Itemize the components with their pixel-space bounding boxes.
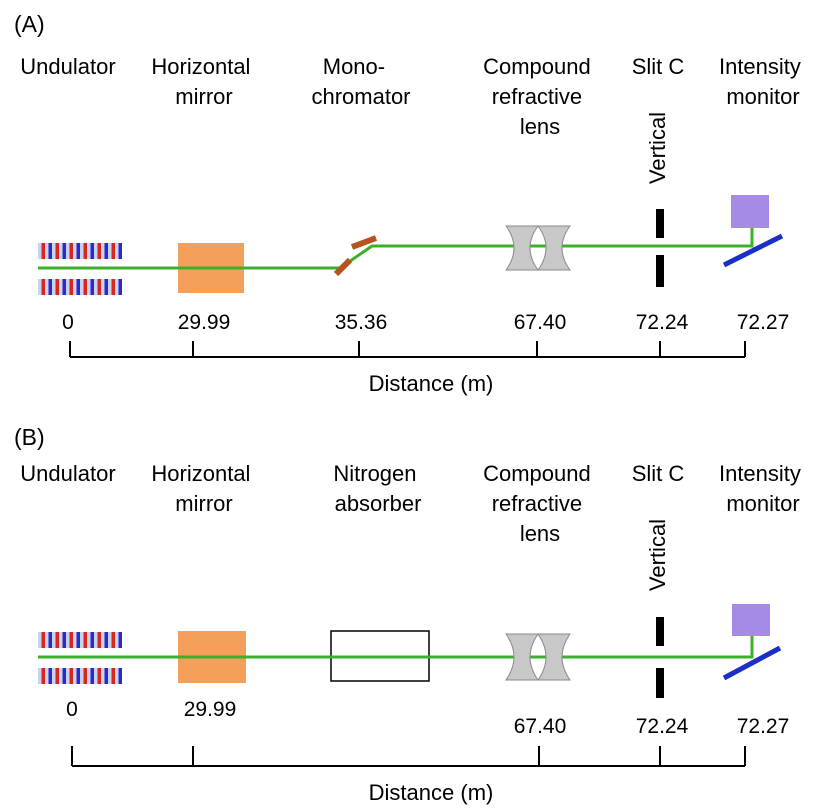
position-labels: 0 29.99 67.40 72.24 72.27 bbox=[66, 698, 789, 738]
position-slit: 72.24 bbox=[636, 715, 689, 738]
horizontal-mirror-label: Horizontal mirror bbox=[151, 54, 256, 109]
monochromator-label: Mono- chromator bbox=[311, 54, 410, 109]
position-monitor: 72.27 bbox=[737, 715, 790, 738]
position-labels: 0 29.99 35.36 67.40 72.24 72.27 bbox=[62, 311, 789, 334]
distance-axis bbox=[71, 746, 746, 767]
nitrogen-absorber-label: Nitrogen absorber bbox=[333, 461, 422, 516]
crl-label: Compound refractive lens bbox=[483, 54, 597, 139]
panel-a-tag: (A) bbox=[14, 11, 45, 37]
monitor-diode-foil bbox=[722, 233, 784, 268]
compound-refractive-lens bbox=[505, 225, 571, 271]
slit-c bbox=[656, 209, 664, 287]
distance-axis bbox=[69, 341, 746, 358]
intensity-monitor-label: Intensity monitor bbox=[719, 461, 807, 516]
position-crl: 67.40 bbox=[514, 311, 567, 334]
horizontal-mirror-label: Horizontal mirror bbox=[151, 461, 256, 516]
slit-c bbox=[656, 617, 664, 698]
panel-b: (B) Undulator Horizontal mirror Nitrogen… bbox=[14, 424, 807, 805]
intensity-monitor-label: Intensity monitor bbox=[719, 54, 807, 109]
slit-orientation-label: Vertical bbox=[645, 519, 670, 591]
position-undulator: 0 bbox=[62, 311, 74, 334]
undulator-label: Undulator bbox=[20, 461, 115, 486]
undulator-upper-magnets bbox=[38, 632, 122, 648]
undulator-label: Undulator bbox=[20, 54, 115, 79]
undulator-lower-magnets bbox=[38, 279, 122, 295]
panel-a: (A) Undulator Horizontal mirror Mono- ch… bbox=[14, 11, 807, 396]
distance-axis-label: Distance (m) bbox=[369, 371, 494, 396]
slit-orientation-label: Vertical bbox=[645, 112, 670, 184]
mono-crystal-2 bbox=[350, 235, 378, 250]
position-mirror: 29.99 bbox=[178, 311, 231, 334]
mono-crystal-1 bbox=[333, 257, 353, 277]
compound-refractive-lens bbox=[505, 633, 571, 681]
position-mirror: 29.99 bbox=[184, 698, 237, 721]
position-monitor: 72.27 bbox=[737, 311, 790, 334]
position-undulator: 0 bbox=[66, 698, 78, 721]
undulator-upper-magnets bbox=[38, 243, 122, 259]
monitor-detector-box bbox=[731, 195, 769, 228]
position-slit: 72.24 bbox=[636, 311, 689, 334]
panel-b-tag: (B) bbox=[14, 424, 45, 450]
slit-c-label: Slit C bbox=[632, 54, 685, 79]
undulator-lower-magnets bbox=[38, 668, 122, 684]
x-ray-beam bbox=[38, 228, 754, 270]
monitor-detector-box bbox=[732, 604, 770, 636]
position-crl: 67.40 bbox=[514, 715, 567, 738]
position-mono: 35.36 bbox=[335, 311, 388, 334]
slit-c-label: Slit C bbox=[632, 461, 685, 486]
distance-axis-label: Distance (m) bbox=[369, 780, 494, 805]
x-ray-beam bbox=[38, 636, 754, 659]
crl-label: Compound refractive lens bbox=[483, 461, 597, 546]
monitor-diode-foil bbox=[722, 645, 782, 681]
